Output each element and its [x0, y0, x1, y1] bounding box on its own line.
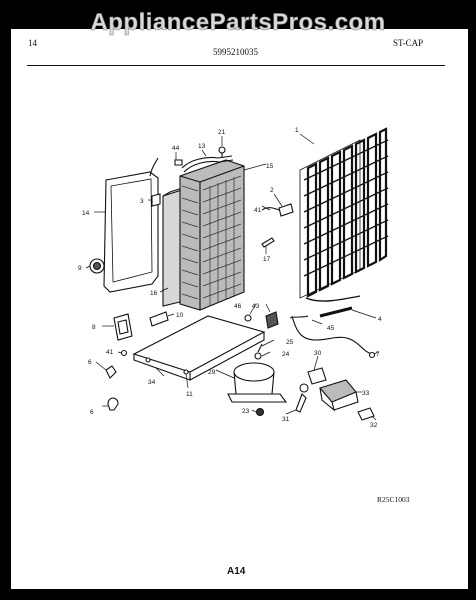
- page-label: A14: [227, 566, 246, 577]
- callout-44: 44: [172, 145, 180, 152]
- callout-7: 7: [376, 351, 380, 358]
- evaporator-panel[interactable]: [103, 171, 159, 293]
- callout-32: 32: [370, 422, 378, 429]
- washer-41[interactable]: [120, 349, 128, 357]
- dryer-tube[interactable]: [289, 306, 353, 319]
- condenser-coil[interactable]: [299, 127, 389, 302]
- top-tube[interactable]: [181, 155, 234, 173]
- starting-relay[interactable]: [295, 367, 327, 413]
- callout-34: 34: [148, 379, 156, 386]
- header-divider: [27, 65, 445, 66]
- callout-46: 46: [234, 303, 242, 310]
- watermark-text: AppliancePartsPros.com: [90, 9, 386, 37]
- callout-6a: 6: [88, 359, 92, 366]
- callout-10: 10: [176, 312, 184, 319]
- power-cord[interactable]: [291, 315, 376, 359]
- callout-31: 31: [282, 416, 290, 423]
- part-number: 5995210035: [213, 47, 258, 57]
- compressor-foot-23[interactable]: [255, 407, 265, 417]
- diagram-code: R25C1003: [377, 495, 410, 504]
- part-46[interactable]: [244, 314, 252, 322]
- callout-4: 4: [378, 316, 382, 323]
- compressor[interactable]: [227, 343, 288, 403]
- callout-18: 17: [263, 256, 271, 263]
- callout-1: 1: [295, 127, 299, 134]
- hardware-6a[interactable]: [105, 365, 117, 379]
- callout-25: 25: [286, 339, 294, 346]
- hardware-6b[interactable]: [107, 397, 119, 411]
- callout-15: 15: [266, 163, 274, 170]
- capacitor-clip[interactable]: [357, 407, 375, 421]
- clip-44[interactable]: [174, 159, 183, 166]
- callout-3: 3: [140, 198, 144, 205]
- callout-9: 9: [78, 265, 82, 272]
- dryer-clip[interactable]: [261, 203, 294, 217]
- parts-diagram-sheet: [11, 29, 468, 589]
- page-number: 14: [28, 38, 37, 48]
- callout-29: 29: [208, 369, 216, 376]
- callout-14: 14: [82, 210, 90, 217]
- callout-41b: 41: [254, 207, 262, 214]
- callout-41a: 41: [106, 349, 114, 356]
- callout-11: 11: [186, 391, 193, 398]
- callout-labels: 1 2 3 4 6 7 8 9 10 11 14 15 17 16 21 23 …: [78, 127, 382, 429]
- callout-6b: 6: [90, 409, 94, 416]
- bracket-3[interactable]: [151, 193, 161, 207]
- callout-2: 2: [270, 187, 274, 194]
- control-knob[interactable]: [89, 258, 105, 274]
- mount-bracket[interactable]: [113, 313, 133, 341]
- callout-30: 30: [314, 350, 322, 357]
- callout-43: 43: [252, 303, 260, 310]
- callout-33: 33: [362, 390, 370, 397]
- model-code: ST-CAP: [393, 38, 424, 48]
- evaporator-coil[interactable]: [179, 159, 245, 311]
- callout-23: 23: [242, 408, 250, 415]
- drain-tube: [149, 157, 159, 177]
- leader-lines: [85, 133, 379, 421]
- callout-13: 13: [198, 143, 206, 150]
- callout-21: 21: [218, 129, 226, 136]
- mount-bracket-10[interactable]: [149, 311, 169, 327]
- part-43[interactable]: [265, 311, 279, 329]
- callout-24: 24: [282, 351, 290, 358]
- callout-45: 45: [327, 325, 335, 332]
- callout-17: 16: [150, 290, 158, 297]
- capacitor[interactable]: [319, 379, 359, 412]
- callout-8: 8: [92, 324, 96, 331]
- screw-18[interactable]: [261, 237, 275, 248]
- top-screw[interactable]: [218, 146, 226, 158]
